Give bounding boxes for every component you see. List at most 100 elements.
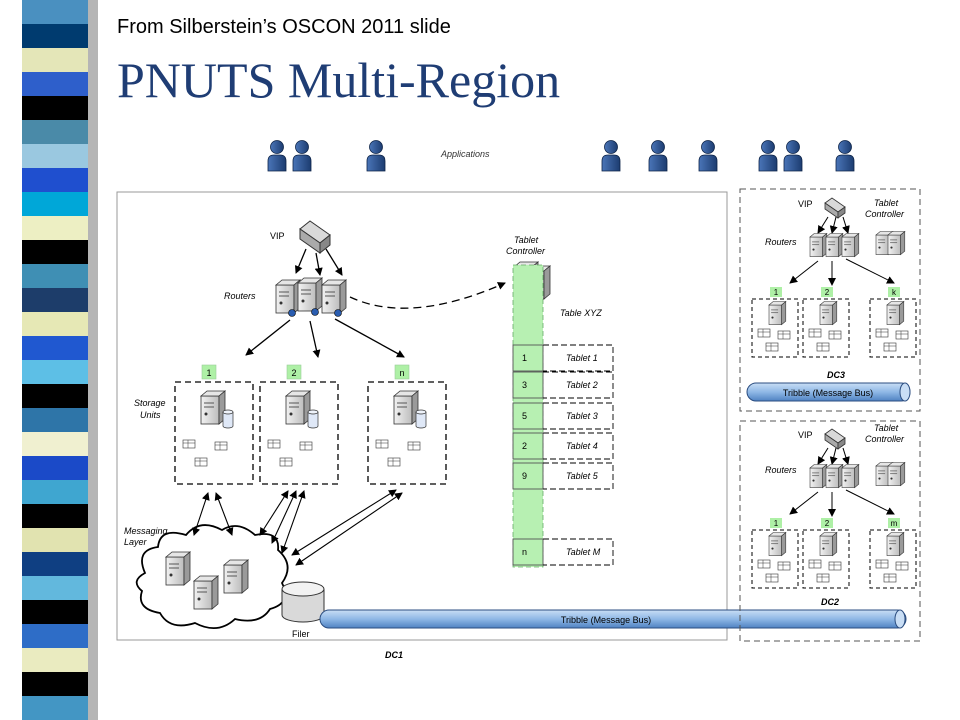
dc1-filer-label: Filer bbox=[292, 629, 310, 639]
strip-block bbox=[22, 576, 88, 601]
vip-switch-icon bbox=[824, 428, 846, 450]
user-icon bbox=[292, 140, 312, 172]
strip-block bbox=[22, 552, 88, 577]
tablet-id: 2 bbox=[522, 441, 527, 451]
dc1-router-arrow bbox=[309, 320, 321, 358]
strip-block bbox=[22, 48, 88, 73]
storage-unit: k bbox=[869, 287, 917, 358]
tablet-id: 9 bbox=[522, 471, 527, 481]
storage-unit: 1 bbox=[174, 364, 254, 485]
tablet-name: Tablet 4 bbox=[566, 441, 598, 451]
dc1-message-bus: Tribble (Message Bus) bbox=[319, 609, 907, 629]
strip-block bbox=[22, 96, 88, 121]
user-icon bbox=[267, 140, 287, 172]
dc1-messaging-arrow bbox=[280, 490, 306, 554]
storage-unit-label: n bbox=[399, 368, 404, 378]
dc3-vip-label: VIP bbox=[798, 199, 813, 209]
tablet-name: Tablet 1 bbox=[566, 353, 598, 363]
dc3-bus-label: Tribble (Message Bus) bbox=[783, 388, 873, 398]
strip-block bbox=[22, 480, 88, 505]
strip-block bbox=[22, 192, 88, 217]
tablet-controller-servers bbox=[875, 231, 906, 255]
strip-block bbox=[22, 72, 88, 97]
strip-block bbox=[22, 288, 88, 313]
strip-block bbox=[22, 120, 88, 145]
user-icon bbox=[601, 140, 621, 172]
strip-block bbox=[22, 240, 88, 265]
dc3-datacenter: VIP Tablet Controller Routers DC3 Tribbl… bbox=[739, 188, 921, 412]
dc2-datacenter: VIP Tablet Controller Routers DC2 1 2 m bbox=[739, 420, 921, 642]
dc1-router-arrow bbox=[245, 319, 291, 356]
strip-block bbox=[22, 384, 88, 409]
dc2-vip-label: VIP bbox=[798, 430, 813, 440]
strip-block bbox=[22, 144, 88, 169]
dc1-tablet-controller-label: Controller bbox=[506, 246, 546, 256]
tablet-name: Tablet M bbox=[566, 547, 601, 557]
strip-block bbox=[22, 264, 88, 289]
strip-block bbox=[22, 216, 88, 241]
dc3-tablet-controller-label: Tablet bbox=[874, 198, 899, 208]
storage-unit-label: 2 bbox=[825, 288, 830, 297]
user-icon bbox=[698, 140, 718, 172]
user-icon bbox=[835, 140, 855, 172]
storage-unit: 2 bbox=[802, 287, 850, 358]
applications-label: Applications bbox=[440, 149, 490, 159]
dc1-messaging-arrow bbox=[291, 489, 397, 556]
tablet-id: 3 bbox=[522, 380, 527, 390]
dc1-table-name: Table XYZ bbox=[560, 308, 602, 318]
storage-unit-label: 1 bbox=[774, 519, 779, 528]
strip-block bbox=[22, 432, 88, 457]
dc1-storage-units-label: Storage bbox=[134, 398, 166, 408]
dc1-label: DC1 bbox=[385, 650, 403, 660]
strip-block bbox=[22, 168, 88, 193]
slide-title: PNUTS Multi-Region bbox=[117, 52, 561, 108]
storage-unit: 1 bbox=[751, 287, 799, 358]
dc1-filer-icon bbox=[281, 581, 325, 623]
dc2-tablet-controller-label: Tablet bbox=[874, 423, 899, 433]
tablet-row: 1 Tablet 1 bbox=[512, 344, 614, 372]
dc1-router-to-controller-arrow bbox=[349, 282, 506, 309]
tablet-row: 2 Tablet 4 bbox=[512, 432, 614, 460]
tablet-id: 1 bbox=[522, 353, 527, 363]
pnuts-architecture-diagram: Applications DC1 VIP Routers Storage bbox=[116, 140, 921, 660]
dc1-messaging-arrow bbox=[259, 490, 289, 536]
user-icon bbox=[783, 140, 803, 172]
dc1-router-arrow bbox=[334, 318, 405, 358]
user-icon bbox=[758, 140, 778, 172]
dc1-router-servers bbox=[275, 277, 347, 317]
storage-unit-label: 2 bbox=[291, 368, 296, 378]
dc1-messaging-cloud bbox=[135, 524, 289, 629]
storage-unit-label: 2 bbox=[825, 519, 830, 528]
dc2-routers-label: Routers bbox=[765, 465, 797, 475]
dc3-routers-label: Routers bbox=[765, 237, 797, 247]
vip-switch-icon bbox=[824, 197, 846, 219]
dc3-message-bus: Tribble (Message Bus) bbox=[746, 382, 911, 402]
strip-block bbox=[22, 696, 88, 720]
dc2-tablet-controller-label: Controller bbox=[865, 434, 905, 444]
decorative-color-strip bbox=[0, 0, 110, 720]
tablet-row: n Tablet M bbox=[512, 538, 614, 566]
dc1-vip-label: VIP bbox=[270, 231, 285, 241]
storage-unit-label: m bbox=[891, 519, 898, 528]
dc1-storage-units: 1 2 n bbox=[174, 364, 447, 485]
dc1-messaging-arrow bbox=[214, 492, 234, 536]
router-servers bbox=[809, 464, 860, 488]
strip-block bbox=[22, 360, 88, 385]
slide-subtitle: From Silberstein’s OSCON 2011 slide bbox=[117, 16, 451, 38]
storage-unit: 1 bbox=[751, 518, 799, 589]
dc2-label: DC2 bbox=[821, 597, 839, 607]
strip-block bbox=[22, 336, 88, 361]
dc1-routers-label: Routers bbox=[224, 291, 256, 301]
applications-group bbox=[267, 140, 855, 172]
storage-unit-label: 1 bbox=[206, 368, 211, 378]
storage-unit: 2 bbox=[259, 364, 339, 485]
tablet-id: n bbox=[522, 547, 527, 557]
storage-unit: m bbox=[869, 518, 917, 589]
tablet-name: Tablet 3 bbox=[566, 411, 598, 421]
dc1-vip-arrow bbox=[325, 248, 343, 276]
storage-unit: 2 bbox=[802, 518, 850, 589]
